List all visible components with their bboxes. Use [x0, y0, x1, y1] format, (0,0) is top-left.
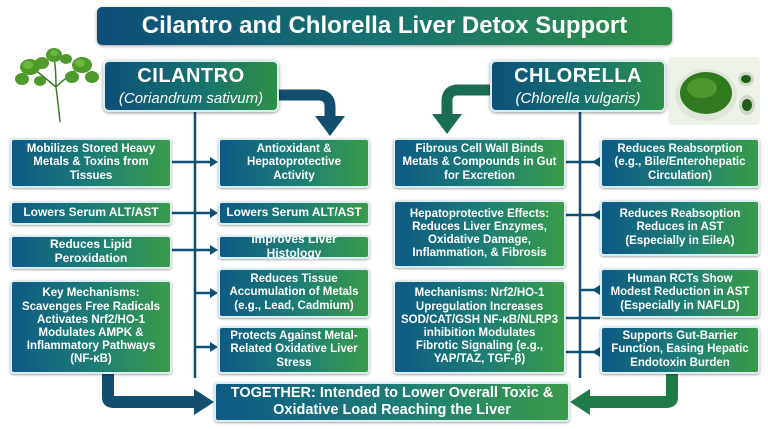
page-title: Cilantro and Chlorella Liver Detox Suppo…: [97, 7, 672, 45]
chlorella-reabsoption-ast-box: Reduces Reabsoption Reduces in AST (Espe…: [600, 200, 760, 256]
chlorella-scientific-name: (Chlorella vulgaris): [515, 90, 641, 107]
cilantro-scientific-name: (Coriandrum sativum): [118, 90, 264, 107]
cilantro-leaf-icon: [15, 48, 99, 123]
right-bottom-arrow: [588, 370, 678, 408]
chlorella-header: CHLORELLA (Chlorella vulgaris): [490, 60, 666, 112]
chlorella-cell-wall-box: Fibrous Cell Wall Binds Metals & Compoun…: [393, 138, 566, 188]
chlorella-gut-barrier-box: Supports Gut-Barrier Function, Easing He…: [600, 326, 760, 374]
cilantro-mobilizes-box: Mobilizes Stored Heavy Metals & Toxins f…: [10, 138, 172, 188]
cilantro-lipid-box: Reduces Lipid Peroxidation: [10, 235, 172, 269]
chlorella-powder-icon: [668, 57, 760, 125]
cilantro-antioxidant-box: Antioxidant & Hepatoprotective Activity: [218, 138, 370, 188]
chlorella-hepatoprotective-box: Hepatoprotective Effects: Reduces Liver …: [393, 200, 566, 268]
cilantro-lowers-alt-right-box: Lowers Serum ALT/AST: [218, 201, 370, 225]
chlorella-curve-arrow: [441, 84, 490, 116]
cilantro-curve-arrow: [247, 89, 336, 118]
cilantro-tissue-metals-box: Reduces Tissue Accumulation of Metals (e…: [218, 268, 370, 318]
cilantro-protects-box: Protects Against Metal-Related Oxidative…: [218, 326, 370, 374]
cilantro-key-mechanisms-box: Key Mechanisms: Scavenges Free Radicals …: [10, 280, 172, 374]
cilantro-header: CILANTRO (Coriandrum sativum): [103, 60, 279, 112]
together-summary-box: TOGETHER: Intended to Lower Overall Toxi…: [214, 382, 570, 422]
cilantro-name: CILANTRO: [137, 65, 245, 87]
cilantro-lowers-alt-left-box: Lowers Serum ALT/AST: [10, 201, 172, 225]
chlorella-rcts-box: Human RCTs Show Modest Reduction in AST …: [600, 268, 760, 318]
left-bottom-arrow: [102, 370, 196, 408]
chlorella-name: CHLORELLA: [514, 65, 642, 87]
cilantro-histology-box: Improves Liver Histology: [218, 232, 370, 260]
chlorella-mechanisms-box: Mechanisms: Nrf2/HO-1 Upregulation Incre…: [393, 280, 566, 374]
chlorella-reabsorption-box: Reduces Reabsorption (e.g., Bile/Enteroh…: [600, 138, 760, 188]
